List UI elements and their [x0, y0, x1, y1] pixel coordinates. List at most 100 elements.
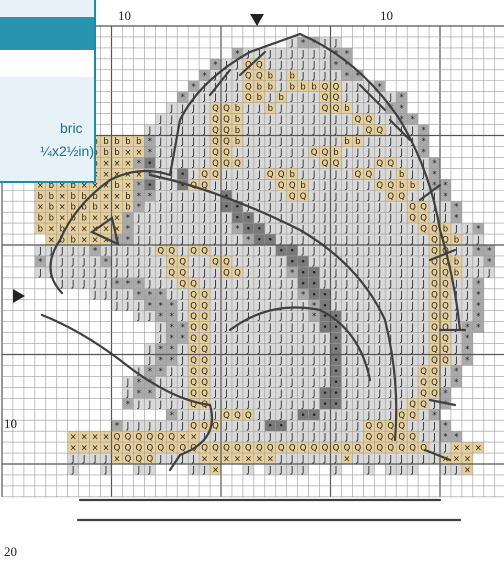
- stitch-symbol: J: [279, 411, 283, 421]
- stitch-symbol: *: [148, 367, 152, 377]
- stitch-symbol: ×: [59, 203, 66, 213]
- stitch-symbol: *: [411, 115, 415, 125]
- stitch-symbol: J: [93, 257, 97, 267]
- stitch-symbol: J: [421, 268, 425, 278]
- stitch-symbol: J: [345, 279, 349, 289]
- stitch-symbol: J: [388, 137, 392, 147]
- stitch-symbol: *: [454, 378, 458, 388]
- stitch-symbol: J: [224, 290, 228, 300]
- stitch-symbol: J: [410, 312, 414, 322]
- stitch-symbol: J: [213, 268, 217, 278]
- stitch-symbol: *: [159, 356, 163, 366]
- stitch-symbol: Q: [355, 170, 362, 180]
- stitch-symbol: J: [169, 126, 173, 136]
- stitch-symbol: J: [235, 433, 239, 443]
- stitch-symbol: J: [279, 290, 283, 300]
- stitch-symbol: J: [323, 279, 327, 289]
- stitch-symbol: *: [476, 247, 480, 257]
- stitch-symbol: Q: [322, 444, 329, 454]
- stitch-symbol: *: [170, 312, 174, 322]
- stitch-symbol: J: [279, 433, 283, 443]
- stitch-symbol: ×: [81, 236, 88, 246]
- stitch-symbol: J: [301, 71, 305, 81]
- stitch-symbol: J: [257, 268, 261, 278]
- stitch-symbol: J: [180, 356, 184, 366]
- stitch-symbol: J: [367, 345, 371, 355]
- stitch-symbol: J: [38, 247, 42, 257]
- stitch-symbol: J: [301, 400, 305, 410]
- stitch-symbol: Q: [157, 247, 164, 257]
- stitch-symbol: J: [224, 422, 228, 432]
- stitch-symbol: J: [137, 247, 141, 257]
- stitch-symbol: Q: [168, 268, 175, 278]
- stitch-symbol: b: [454, 268, 459, 278]
- stitch-symbol: J: [202, 137, 206, 147]
- stitch-symbol: J: [115, 268, 119, 278]
- stitch-symbol: *: [454, 367, 458, 377]
- stitch-symbol: J: [399, 268, 403, 278]
- stitch-symbol: ×: [102, 192, 109, 202]
- stitch-symbol: J: [378, 367, 382, 377]
- stitch-symbol: Q: [398, 444, 405, 454]
- stitch-symbol: J: [191, 192, 195, 202]
- stitch-symbol: J: [334, 455, 338, 465]
- stitch-symbol: J: [410, 323, 414, 333]
- stitch-symbol: J: [334, 192, 338, 202]
- stitch-symbol: b: [70, 236, 75, 246]
- stitch-symbol: J: [312, 345, 316, 355]
- stitch-symbol: J: [421, 345, 425, 355]
- stitch-symbol: J: [279, 389, 283, 399]
- stitch-symbol: Q: [223, 159, 230, 169]
- stitch-symbol: Q: [442, 268, 449, 278]
- stitch-symbol: Q: [420, 378, 427, 388]
- stitch-symbol: Q: [168, 247, 175, 257]
- stitch-symbol: J: [180, 137, 184, 147]
- stitch-symbol: J: [137, 225, 141, 235]
- stitch-symbol: J: [148, 345, 152, 355]
- stitch-symbol: J: [290, 148, 294, 158]
- stitch-symbol: ×: [223, 455, 230, 465]
- stitch-symbol: b: [70, 192, 75, 202]
- stitch-symbol: J: [301, 301, 305, 311]
- stitch-symbol: J: [410, 268, 414, 278]
- stitch-symbol: J: [356, 422, 360, 432]
- stitch-symbol: *: [476, 225, 480, 235]
- stitch-symbol: Q: [168, 444, 175, 454]
- stitch-symbol: J: [224, 400, 228, 410]
- stitch-symbol: J: [323, 203, 327, 213]
- info-header-bar: [0, 17, 94, 50]
- stitch-symbol: J: [356, 104, 360, 114]
- stitch-symbol: J: [290, 367, 294, 377]
- stitch-symbol: J: [443, 378, 447, 388]
- stitch-symbol: J: [246, 367, 250, 377]
- stitch-symbol: J: [388, 367, 392, 377]
- stitch-symbol: Q: [212, 257, 219, 267]
- stitch-symbol: J: [323, 455, 327, 465]
- stitch-symbol: *: [443, 181, 447, 191]
- info-white-bar: [0, 50, 94, 77]
- stitch-symbol: J: [169, 214, 173, 224]
- stitch-symbol: J: [224, 236, 228, 246]
- stitch-symbol: J: [257, 378, 261, 388]
- stitch-symbol: J: [279, 455, 283, 465]
- stitch-symbol: J: [115, 290, 119, 300]
- stitch-symbol: J: [137, 312, 141, 322]
- stitch-symbol: J: [224, 323, 228, 333]
- stitch-symbol: Q: [114, 444, 121, 454]
- stitch-symbol: •: [333, 334, 338, 344]
- stitch-symbol: Q: [420, 400, 427, 410]
- stitch-symbol: *: [312, 312, 316, 322]
- stitch-symbol: J: [378, 411, 382, 421]
- stitch-symbol: Q: [376, 181, 383, 191]
- stitch-symbol: Q: [333, 159, 340, 169]
- stitch-symbol: J: [356, 257, 360, 267]
- stitch-symbol: J: [421, 323, 425, 333]
- stitch-symbol: J: [104, 290, 108, 300]
- stitch-symbol: Q: [190, 334, 197, 344]
- stitch-symbol: J: [159, 268, 163, 278]
- stitch-symbol: J: [345, 422, 349, 432]
- stitch-symbol: J: [257, 159, 261, 169]
- stitch-symbol: ×: [70, 225, 77, 235]
- stitch-symbol: *: [432, 411, 436, 421]
- stitch-symbol: Q: [223, 115, 230, 125]
